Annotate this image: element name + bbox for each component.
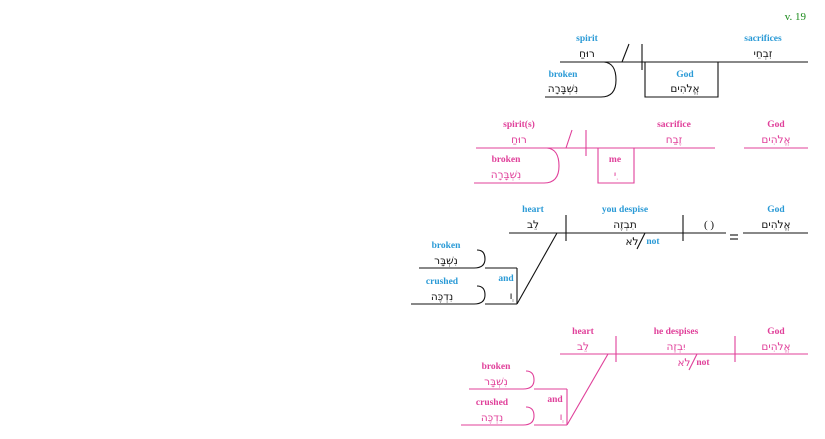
d4-not-hebrew: לֹא (678, 357, 691, 369)
d3-crushed-hebrew: נִדְכֶּה (431, 291, 453, 303)
d4-despise-gloss: he despises (654, 327, 699, 337)
diagram-4: heart לֵב he despises יִבְזֶה God אֱלֹהִ… (461, 327, 808, 426)
d2-me-hebrew: ִי (614, 169, 618, 181)
d4-and-gloss: and (547, 395, 563, 405)
d4-compound-connector (566, 353, 609, 426)
d3-and-gloss: and (498, 274, 514, 284)
d3-heart-hebrew: לֵב (527, 219, 539, 231)
d3-compound-connector (516, 232, 558, 305)
d3-crushed-gloss: crushed (426, 277, 459, 287)
d2-broken-modifier (474, 147, 560, 184)
d3-broken-hebrew: נִשְׁבָּר (434, 255, 458, 267)
d1-broken-gloss: broken (549, 70, 579, 80)
d3-not-modifier (636, 232, 646, 250)
d4-crushed-gloss: crushed (476, 398, 509, 408)
diagram-1: spirit רוּחַ sacrifices זִבְחֵי broken נ… (545, 34, 808, 98)
d1-god-gloss: God (676, 70, 694, 80)
d2-me-gloss: me (609, 155, 621, 165)
d4-not-gloss: not (696, 358, 710, 368)
d4-crushed-modifier (461, 406, 535, 426)
diagram-2: spirit(s) רוּחַ sacrifice זֶבַח God אֱלֹ… (474, 119, 808, 184)
d4-god-gloss: God (767, 327, 785, 337)
d4-and-hebrew: ְו (560, 411, 564, 423)
d4-broken-hebrew: נִשְׁבָּר (484, 376, 508, 388)
d2-sacrifice-gloss: sacrifice (657, 120, 691, 130)
d1-broken-hebrew: נִשְׁבָּרָה (548, 83, 579, 95)
verse-reference: v. 19 (785, 11, 807, 23)
d4-broken-modifier (469, 370, 535, 390)
d1-god-hebrew: אֱלֹהִים (670, 83, 699, 95)
d2-broken-hebrew: נִשְׁבָּרָה (491, 169, 522, 181)
d3-and-hebrew: ְו (510, 290, 514, 302)
d1-sacrifices-hebrew: זִבְחֵי (754, 48, 773, 60)
d4-crushed-hebrew: נִדְכֶּה (481, 412, 503, 424)
d3-despise-gloss: you despise (602, 205, 648, 215)
d4-despise-hebrew: יִבְזֶה (667, 341, 686, 353)
d3-broken-modifier (419, 249, 486, 269)
d4-god-hebrew: אֱלֹהִים (761, 341, 790, 353)
d1-spirit-gloss: spirit (576, 34, 598, 44)
d3-object-placeholder: ( ) (704, 219, 714, 231)
d4-heart-gloss: heart (572, 327, 594, 337)
d3-god-hebrew: אֱלֹהִים (761, 219, 790, 231)
d3-broken-gloss: broken (432, 241, 462, 251)
d2-me-modifier (597, 148, 635, 184)
d2-sacrifice-hebrew: זֶבַח (666, 134, 683, 146)
d3-not-gloss: not (646, 237, 660, 247)
d1-spirit-hebrew: רוּחַ (579, 48, 595, 60)
d3-god-gloss: God (767, 205, 785, 215)
d3-despise-hebrew: תִבְזֶה (613, 219, 636, 231)
diagram-3: heart לֵב you despise תִבְזֶה ( ) God אֱ… (411, 205, 808, 305)
d4-not-modifier (688, 353, 698, 371)
d3-not-hebrew: לֹא (626, 236, 639, 248)
d2-spirit-hebrew: רוּחַ (511, 134, 527, 146)
d2-god-hebrew: אֱלֹהִים (761, 134, 790, 146)
d2-god-gloss: God (767, 120, 785, 130)
d4-broken-gloss: broken (482, 362, 512, 372)
d2-complement-slash (565, 129, 573, 149)
d1-broken-modifier (545, 61, 617, 98)
d2-spirit-gloss: spirit(s) (503, 119, 535, 130)
d1-complement-slash (621, 43, 630, 63)
d1-sacrifices-gloss: sacrifices (744, 34, 782, 44)
d3-crushed-modifier (411, 285, 486, 305)
d1-god-modifier (644, 62, 719, 98)
d2-broken-gloss: broken (492, 155, 522, 165)
d3-heart-gloss: heart (522, 205, 544, 215)
d4-heart-hebrew: לֵב (577, 341, 589, 353)
